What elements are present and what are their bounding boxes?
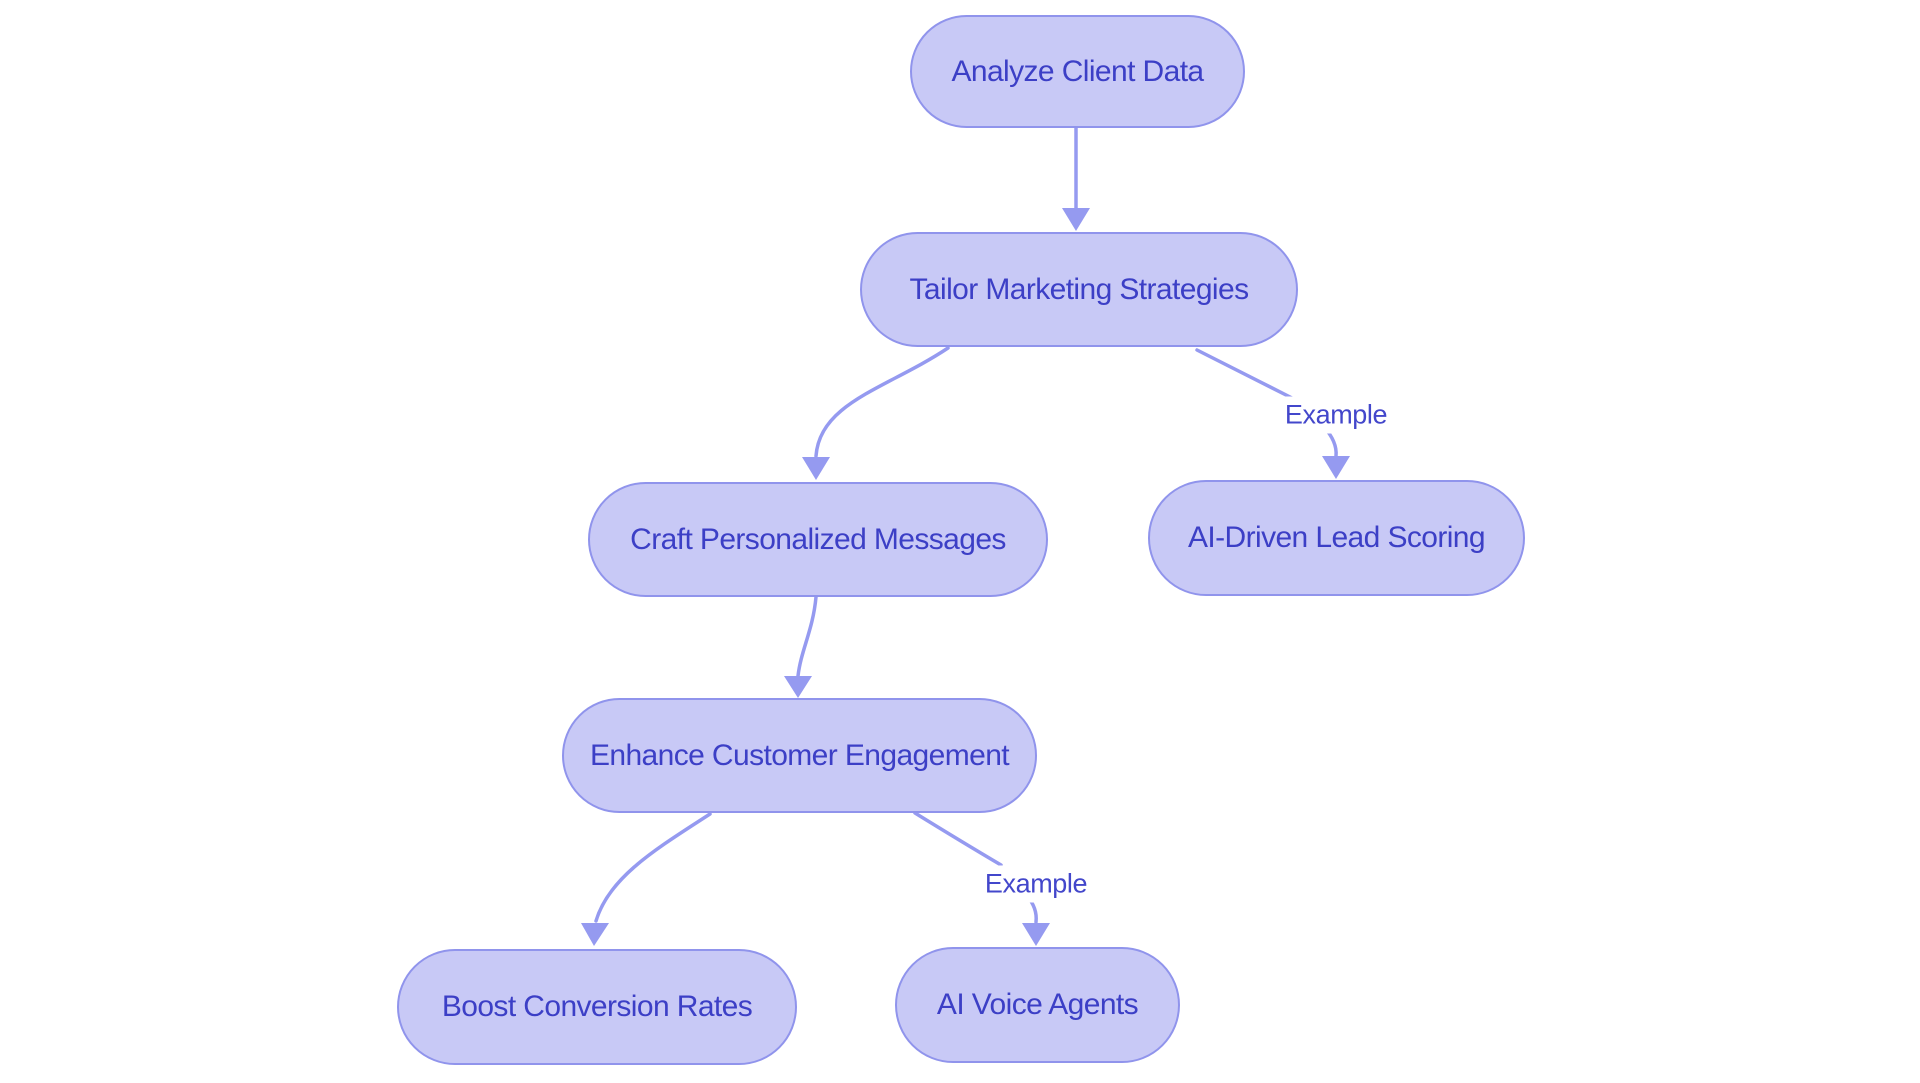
edge-craft-to-enhance — [796, 595, 818, 678]
node-analyze-client-data: Analyze Client Data — [910, 15, 1245, 128]
arrowhead-tailor-to-lead-scoring — [1322, 456, 1350, 479]
node-label: AI Voice Agents — [936, 988, 1139, 1021]
edge-label-example-voice-agents: Example — [976, 865, 1096, 903]
arrowhead-tailor-to-craft — [802, 457, 830, 480]
node-ai-driven-lead-scoring: AI-Driven Lead Scoring — [1148, 480, 1525, 596]
node-label: AI-Driven Lead Scoring — [1188, 521, 1486, 554]
node-label: Enhance Customer Engagement — [589, 738, 1010, 772]
edge-enhance-to-voice-upper — [913, 811, 1003, 867]
node-label: Analyze Client Data — [951, 54, 1204, 88]
node-tailor-marketing-strategies: Tailor Marketing Strategies — [860, 232, 1298, 347]
node-boost-conversion-rates: Boost Conversion Rates — [397, 949, 797, 1065]
node-label: Tailor Marketing Strategies — [909, 272, 1250, 306]
node-ai-voice-agents: AI Voice Agents — [895, 947, 1180, 1063]
arrowhead-enhance-to-voice — [1022, 923, 1050, 946]
node-label: Craft Personalized Messages — [630, 522, 1006, 556]
arrowhead-enhance-to-boost — [581, 923, 609, 946]
edge-tailor-to-craft — [814, 346, 950, 458]
arrowhead-analyze-to-tailor — [1062, 208, 1090, 231]
node-craft-personalized-messages: Craft Personalized Messages — [588, 482, 1048, 597]
node-enhance-customer-engagement: Enhance Customer Engagement — [562, 698, 1037, 813]
arrowhead-craft-to-enhance — [784, 676, 812, 698]
edge-tailor-to-lead-scoring-upper — [1195, 348, 1294, 400]
node-label: Boost Conversion Rates — [441, 990, 753, 1023]
edge-enhance-to-boost — [594, 812, 712, 923]
edge-label-example-lead-scoring: Example — [1276, 396, 1396, 434]
